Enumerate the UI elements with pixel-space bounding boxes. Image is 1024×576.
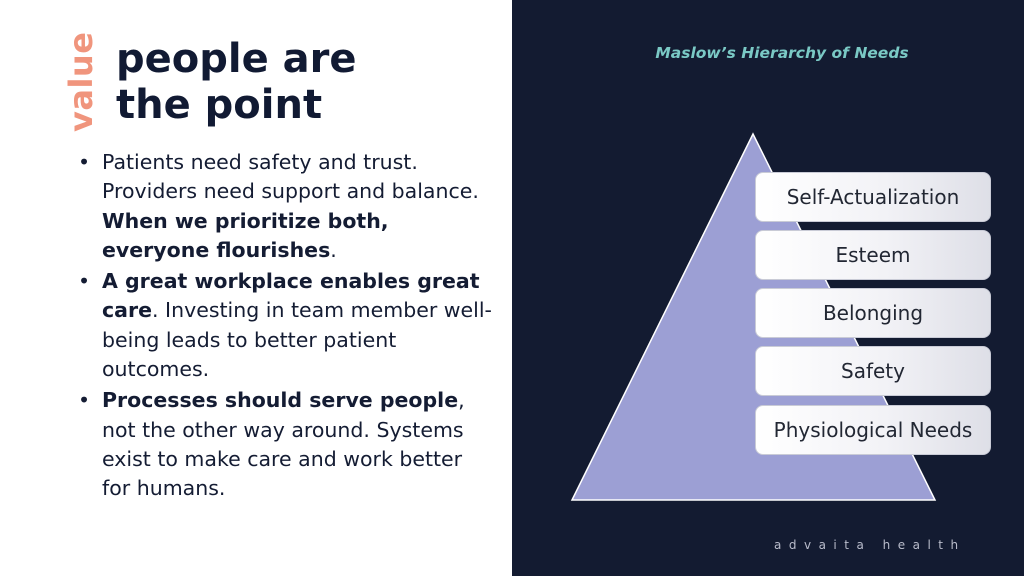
bullet-text: Patients need safety and trust. Provider…: [102, 150, 479, 204]
bullet-item: Patients need safety and trust. Provider…: [76, 148, 496, 265]
bullet-item: A great workplace enables great care. In…: [76, 267, 496, 384]
bullet-text: , not the other way around. Systems exis…: [102, 388, 465, 501]
slide-headline: people are the point: [116, 36, 357, 128]
headline-line-2: the point: [116, 82, 323, 128]
tier-self-actualization: Self-Actualization: [755, 172, 991, 222]
headline-line-1: people are: [116, 36, 357, 82]
bullet-item: Processes should serve people, not the o…: [76, 386, 496, 503]
brand-footer: advaita health: [774, 538, 966, 552]
bullet-text: .: [330, 237, 337, 262]
diagram-panel: Maslow’s Hierarchy of Needs Self-Actuali…: [512, 0, 1024, 576]
bullet-list: Patients need safety and trust. Provider…: [76, 148, 496, 506]
text-panel: value people are the point Patients need…: [0, 0, 512, 576]
diagram-title: Maslow’s Hierarchy of Needs: [655, 44, 909, 62]
bullet-text: . Investing in team member well-being le…: [102, 298, 492, 382]
tier-physiological-needs: Physiological Needs: [755, 405, 991, 455]
bullet-bold-text: Processes should serve people: [102, 388, 459, 413]
tier-esteem: Esteem: [755, 230, 991, 280]
section-tag: value: [62, 31, 100, 132]
tier-belonging: Belonging: [755, 288, 991, 338]
tier-safety: Safety: [755, 346, 991, 396]
bullet-bold-text: When we prioritize both, everyone flouri…: [102, 208, 389, 262]
bullet-bold-text: A great workplace enables great care: [102, 269, 480, 323]
